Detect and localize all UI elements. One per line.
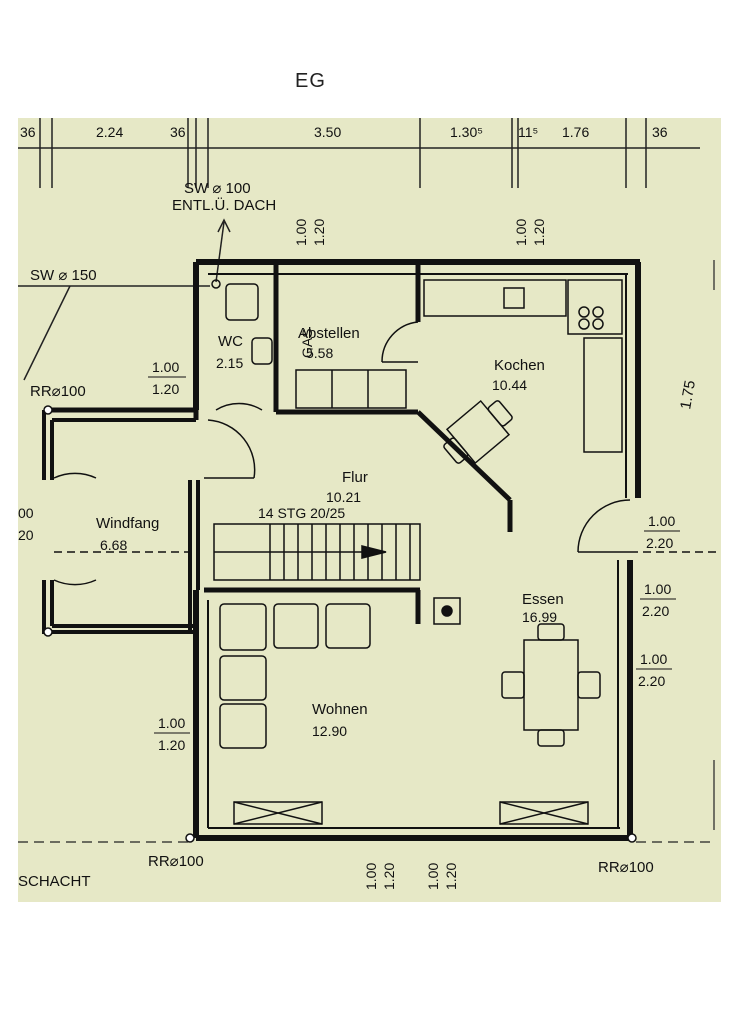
doors <box>53 321 718 586</box>
window-right1-b: 2.20 <box>646 535 673 551</box>
stairs-label: 14 STG 20/25 <box>258 505 345 521</box>
room-name-flur: Flur <box>342 469 368 486</box>
window-bottom1-a: 1.00 <box>363 863 379 890</box>
window-top-right-a: 1.00 <box>513 219 529 246</box>
storage-shelves <box>295 369 407 409</box>
sw150-line <box>18 285 210 381</box>
window-windfang-a: 00 <box>18 505 34 521</box>
windfang-walls <box>42 410 200 634</box>
dim-top-4: 3.50 <box>314 124 341 140</box>
outer-walls <box>193 259 641 841</box>
room-name-essen: Essen <box>522 591 564 608</box>
top-dimension-line <box>18 118 700 188</box>
room-area-flur: 10.21 <box>326 489 361 505</box>
radiators <box>233 801 589 825</box>
room-name-wc: WC <box>218 333 243 350</box>
kitchen-table <box>443 399 513 465</box>
window-top-left-a: 1.00 <box>293 219 309 246</box>
stairs <box>213 523 421 581</box>
outside-lines <box>18 260 715 843</box>
pipe-markers <box>43 405 637 843</box>
window-left2-b: 1.20 <box>158 737 185 753</box>
room-name-abstellen: Abstellen <box>298 325 360 342</box>
dim-top-6: 11⁵ <box>518 124 538 140</box>
room-name-kochen: Kochen <box>494 357 545 374</box>
floor-title: EG <box>295 70 326 92</box>
side-number: 1.75 <box>677 379 699 411</box>
wc-fixtures <box>211 279 273 365</box>
pipe-rr-left-label: RR⌀100 <box>30 383 86 400</box>
room-name-wohnen: Wohnen <box>312 701 368 718</box>
window-right3-b: 2.20 <box>638 673 665 689</box>
room-area-windfang: 6.68 <box>100 537 127 553</box>
window-top-right-b: 1.20 <box>531 219 547 246</box>
pipe-entl-label: ENTL.Ü. DACH <box>172 196 276 214</box>
window-right2-b: 2.20 <box>642 603 669 619</box>
window-labels: 1.00 1.20 1.00 1.20 1.00 1.20 1.00 1.20 … <box>18 219 680 890</box>
dim-top-5: 1.30⁵ <box>450 124 483 140</box>
dim-top-2: 2.24 <box>96 124 123 140</box>
window-top-left-b: 1.20 <box>311 219 327 246</box>
chimney <box>433 597 461 625</box>
outer-walls-inner <box>207 273 628 829</box>
window-left-b: 1.20 <box>152 381 179 397</box>
window-bottom2-a: 1.00 <box>425 863 441 890</box>
schacht-label: SCHACHT <box>18 873 91 890</box>
kitchen-counter <box>423 279 623 453</box>
room-name-windfang: Windfang <box>96 515 159 532</box>
window-right3-a: 1.00 <box>640 651 667 667</box>
interior-walls <box>44 262 513 624</box>
pipe-arrow <box>215 218 231 283</box>
window-left-a: 1.00 <box>152 359 179 375</box>
sofa <box>219 603 371 749</box>
dining-table <box>501 623 601 747</box>
room-area-essen: 16.99 <box>522 609 557 625</box>
dim-top-3: 36 <box>170 124 186 140</box>
window-bottom1-b: 1.20 <box>381 863 397 890</box>
room-area-wc: 2.15 <box>216 355 243 371</box>
dim-top-1: 36 <box>20 124 36 140</box>
room-area-wohnen: 12.90 <box>312 723 347 739</box>
window-right1-a: 1.00 <box>648 513 675 529</box>
pipe-sw100-label: SW ⌀ 100 <box>184 180 251 197</box>
window-windfang-b: 20 <box>18 527 34 543</box>
plan-paper <box>18 118 721 902</box>
pipe-rr-bottom-right-label: RR⌀100 <box>598 859 654 876</box>
window-right2-a: 1.00 <box>644 581 671 597</box>
dim-top-7: 1.76 <box>562 124 589 140</box>
room-area-abstellen: 5.58 <box>306 345 333 361</box>
window-left2-a: 1.00 <box>158 715 185 731</box>
gas-label: GAS <box>299 328 315 358</box>
room-area-kochen: 10.44 <box>492 377 527 393</box>
pipe-sw150-label: SW ⌀ 150 <box>30 267 97 284</box>
pipe-rr-bottom-left-label: RR⌀100 <box>148 853 204 870</box>
window-bottom2-b: 1.20 <box>443 863 459 890</box>
dim-top-8: 36 <box>652 124 668 140</box>
